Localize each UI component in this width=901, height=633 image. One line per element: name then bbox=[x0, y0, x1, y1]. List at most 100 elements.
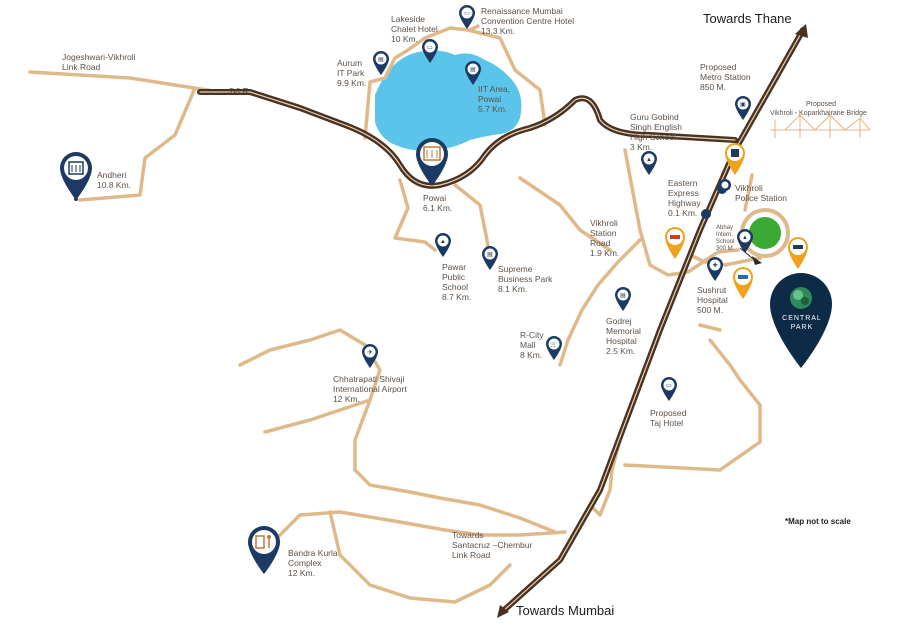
label-line: 12 Km. bbox=[333, 394, 360, 404]
label-line: 3 Km. bbox=[630, 142, 653, 152]
central-park-brand: CENTRAL PARK bbox=[782, 315, 822, 331]
pin-taj-icon: ▭ bbox=[660, 376, 678, 407]
label-line: Metro Station bbox=[700, 72, 751, 82]
site-pointer-head-icon bbox=[752, 256, 762, 265]
pin-lakeside-icon: ▭ bbox=[421, 38, 439, 69]
pin-vikhroli-station-icon: ▤ bbox=[614, 286, 632, 317]
pin-pawar-icon: ▲ bbox=[434, 232, 452, 263]
pin-abhay-icon: ▲ bbox=[736, 228, 754, 259]
towards-thane-label: Towards Thane bbox=[703, 11, 792, 26]
label-line: Pawar bbox=[442, 262, 467, 272]
label-line: 850 M. bbox=[700, 82, 726, 92]
label-line: 300 M. bbox=[716, 246, 735, 252]
label-line: Abhay bbox=[716, 225, 734, 231]
label-line: 12 Km. bbox=[288, 568, 315, 578]
jvlr-highway bbox=[197, 89, 738, 189]
label-line: Guru Gobind bbox=[630, 112, 679, 122]
label-line: 9.9 Km. bbox=[337, 78, 367, 88]
label-line: 8 Km. bbox=[520, 350, 543, 360]
label-line: Link Road bbox=[452, 550, 491, 560]
label-renaissance: Renaissance Mumbai Convention Centre Hot… bbox=[481, 6, 574, 36]
label-bkc: Bandra Kurla Complex 12 Km. bbox=[288, 548, 338, 578]
label-line: Road bbox=[590, 238, 611, 248]
label-vikhroli-station: Vikhroli Station Road 1.9 Km. bbox=[590, 218, 619, 258]
label-line: Jogeshwari-Vikhroli bbox=[62, 52, 136, 62]
svg-text:▤: ▤ bbox=[487, 252, 493, 258]
label-line: Police Station bbox=[735, 193, 787, 203]
pin-school-right-orange-icon bbox=[787, 236, 809, 275]
pin-powai-icon bbox=[414, 136, 450, 193]
pin-supreme-icon: ▤ bbox=[481, 245, 499, 276]
label-line: Proposed bbox=[700, 62, 737, 72]
pin-aurum-icon: ▤ bbox=[372, 50, 390, 81]
label-line: R-City bbox=[520, 330, 544, 340]
svg-text:▤: ▤ bbox=[378, 57, 384, 63]
label-line: Hospital bbox=[697, 295, 728, 305]
label-line: Taj Hotel bbox=[650, 418, 684, 428]
label-line: Public bbox=[442, 272, 466, 282]
svg-text:▭: ▭ bbox=[464, 11, 470, 17]
label-pawar: Pawar Public School 8.7 Km. bbox=[442, 262, 471, 302]
label-line: Proposed bbox=[806, 101, 836, 108]
eeh-node-icon bbox=[701, 209, 711, 219]
label-line: School bbox=[442, 282, 468, 292]
label-line: Lakeside bbox=[391, 14, 426, 24]
pin-metro-icon: ▣ bbox=[734, 95, 752, 126]
svg-text:🛒: 🛒 bbox=[550, 340, 558, 348]
svg-text:▣: ▣ bbox=[740, 102, 746, 108]
label-line: Chhatrapati Shivaji bbox=[333, 374, 405, 384]
svg-text:▭: ▭ bbox=[666, 383, 672, 389]
label-line: Intern. bbox=[716, 232, 734, 238]
label-line: Powai bbox=[423, 193, 447, 203]
label-lakeside: Lakeside Chalet Hotel 10 Km. bbox=[391, 14, 438, 44]
label-line: Chalet Hotel bbox=[391, 24, 438, 34]
label-line: Vikhroli bbox=[590, 218, 618, 228]
label-line: Mall bbox=[520, 340, 536, 350]
label-line: Bandra Kurla bbox=[288, 548, 338, 558]
pin-vishala-orange-icon bbox=[732, 266, 754, 305]
label-line: IT Park bbox=[337, 68, 365, 78]
label-guru: Guru Gobind Singh English High School 3 … bbox=[630, 112, 682, 152]
label-abhay: Abhay Intern. School 300 M. bbox=[716, 225, 734, 253]
label-bridge: Proposed Vikhroli - Koparkhairane Bridge bbox=[770, 100, 867, 118]
label-line: Proposed bbox=[650, 408, 687, 418]
pin-mall-orange-icon bbox=[664, 226, 686, 265]
label-line: Complex bbox=[288, 558, 322, 568]
arrow-to-thane-icon bbox=[795, 24, 808, 38]
label-line: Highway bbox=[668, 198, 701, 208]
label-line: 5.7 Km. bbox=[478, 104, 508, 114]
label-line: Convention Centre Hotel bbox=[481, 16, 575, 26]
svg-text:▲: ▲ bbox=[440, 239, 446, 245]
label-line: 8.7 Km. bbox=[442, 292, 472, 302]
label-taj: Proposed Taj Hotel bbox=[650, 408, 686, 428]
label-line: Godrej bbox=[606, 316, 632, 326]
label-line: Santacruz –Chembur bbox=[452, 540, 533, 550]
svg-text:✈: ✈ bbox=[367, 350, 373, 357]
pin-renaissance-icon: ▭ bbox=[458, 4, 476, 35]
label-line: Andheri bbox=[97, 170, 127, 180]
pin-andheri-icon bbox=[58, 150, 94, 207]
not-to-scale-note: *Map not to scale bbox=[785, 517, 851, 526]
svg-text:✚: ✚ bbox=[712, 262, 717, 269]
label-line: Business Park bbox=[498, 274, 553, 284]
label-line: Express bbox=[668, 188, 699, 198]
label-line: Supreme bbox=[498, 264, 533, 274]
bridge-icon bbox=[770, 114, 871, 138]
pin-iit-icon: ▤ bbox=[464, 60, 482, 91]
label-line: Hospital bbox=[606, 336, 637, 346]
label-iit: IIT Area, Powai 5.7 Km. bbox=[478, 84, 510, 114]
label-line: 10.8 Km. bbox=[97, 180, 132, 190]
label-andheri: Andheri 10.8 Km. bbox=[97, 170, 131, 190]
arrow-to-mumbai-icon bbox=[497, 605, 509, 618]
svg-text:▤: ▤ bbox=[470, 67, 476, 73]
svg-text:▭: ▭ bbox=[427, 45, 433, 51]
label-line: Towards bbox=[452, 530, 484, 540]
label-sushrut: Sushrut Hospital 500 M. bbox=[697, 285, 728, 315]
towards-mumbai-label: Towards Mumbai bbox=[516, 603, 615, 618]
pin-bkc-icon bbox=[246, 524, 282, 581]
label-line: 8.1 Km. bbox=[498, 284, 528, 294]
label-supreme: Supreme Business Park 8.1 Km. bbox=[498, 264, 552, 294]
label-line: Sushrut bbox=[697, 285, 727, 295]
svg-text:▤: ▤ bbox=[620, 293, 626, 299]
label-line: IIT Area, bbox=[478, 84, 510, 94]
